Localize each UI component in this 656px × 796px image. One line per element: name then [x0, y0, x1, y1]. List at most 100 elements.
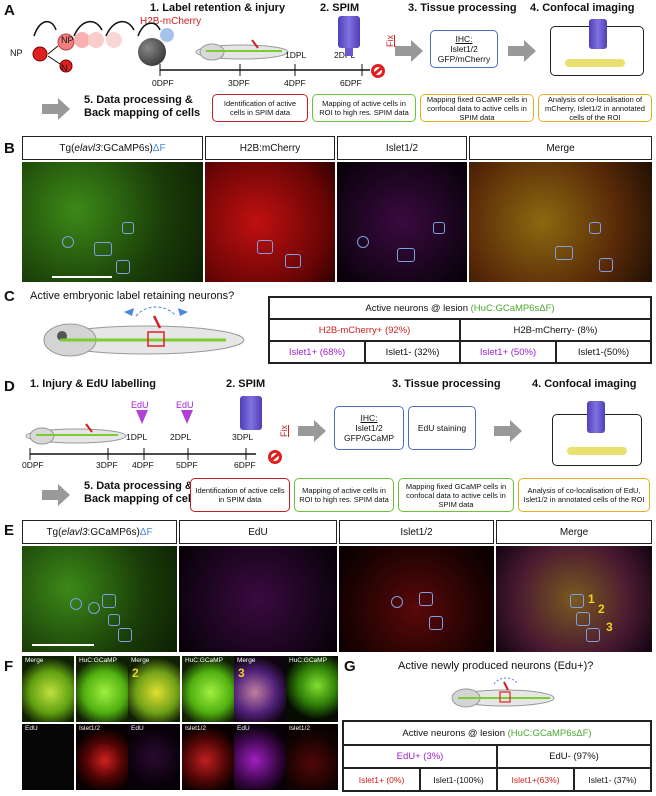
f-gcamp-1: HuC:GCaMP: [76, 656, 128, 722]
e-header-gcamp: Tg(elavl3:GCaMP6s)ΔF: [22, 520, 177, 544]
f-islet-3: Islet1/2: [286, 724, 338, 790]
panel-label-a: A: [4, 2, 15, 19]
a-tick-1dpl: 1DPL: [285, 50, 307, 60]
a-ihc-line-2: GFP/mCherry: [437, 54, 491, 64]
a-tick-6dpf: 6DPF: [340, 78, 362, 88]
c-islet-pos-2: Islet1+ (50%): [460, 341, 556, 363]
d-confocal-objective-icon: [587, 401, 605, 433]
stop-icon: [371, 64, 385, 78]
c-islet-neg-2: Islet1-(50%): [556, 341, 651, 363]
e-image-edu: [179, 546, 337, 652]
a-step5-line-2: Back mapping of cells: [84, 107, 201, 119]
d-box-2: Mapping of active cells in ROI to high r…: [294, 478, 394, 512]
g-table: Active neurons @ lesion (HuC:GCaMP6sΔF) …: [342, 720, 652, 792]
d-edu-drop-1: [136, 410, 148, 424]
c-title-paren: (HuC:GCaMP6sΔF): [470, 302, 555, 314]
roi-box: [419, 592, 433, 606]
roi-box: [94, 242, 112, 256]
f-label: EdU: [237, 725, 250, 732]
timeline-a: [159, 64, 370, 76]
roi-circle: [70, 598, 82, 610]
h2b-mcherry-label: H2B-mCherry: [140, 16, 202, 27]
a-ihc-line-1: Islet1/2: [450, 44, 478, 54]
n-label: N: [61, 63, 68, 73]
d-larva-icon: [25, 423, 127, 445]
d-tick-3dpl: 3DPL: [232, 432, 254, 442]
b-image-islet: [337, 162, 467, 282]
f-edu-3: EdU: [234, 724, 286, 790]
d-step-1: 1. Injury & EdU labelling: [30, 378, 156, 390]
b-header-h2b: H2B:mCherry: [205, 136, 335, 160]
spim-objective-icon: [338, 16, 360, 48]
roi-box: [586, 628, 600, 642]
d-tick-4dpf: 4DPF: [132, 460, 154, 470]
a-step-2: 2. SPIM: [320, 2, 360, 14]
embryo-icon: [138, 38, 166, 66]
laser-icon: [160, 28, 174, 42]
roi-box: [589, 222, 601, 234]
a-step5-line-1: 5. Data processing &: [84, 94, 193, 106]
g-islet-pos-2: Islet1+(63%): [497, 768, 574, 791]
scale-bar: [32, 644, 94, 646]
f-merge-1: Merge: [22, 656, 74, 722]
larva-icon: [195, 39, 289, 61]
f-gcamp-3: HuC:GCaMP: [286, 656, 338, 722]
d-arrow-step5: [42, 484, 70, 506]
a-tick-2dpl: 2DPL: [334, 50, 355, 60]
g-islet-pos-1: Islet1+ (0%): [343, 768, 420, 791]
c-table: Active neurons @ lesion (HuC:GCaMP6sΔF) …: [268, 296, 652, 364]
roi-box: [108, 614, 120, 626]
e-hdr-df: ΔF: [139, 526, 153, 538]
roi-box: [116, 260, 130, 274]
d-stop-icon: [268, 450, 282, 464]
d-tick-3dpf: 3DPF: [96, 460, 118, 470]
a-arrow-1: [395, 40, 423, 62]
f-label: Islet1/2: [289, 725, 310, 732]
roi-box: [555, 246, 573, 260]
b-image-gcamp: [22, 162, 203, 282]
f-label: EdU: [25, 725, 38, 732]
d-ihc-line-2: GFP/GCaMP: [343, 433, 395, 443]
a-arrow-step5: [42, 98, 70, 120]
d-box-1: Identification of active cells in SPIM d…: [190, 478, 290, 512]
a-fix-label: Fix: [385, 35, 395, 47]
panel-label-f: F: [4, 658, 14, 675]
c-mcherry-pos: H2B-mCherry+ (92%): [269, 319, 460, 341]
a-ihc-box: IHC: Islet1/2 GFP/mCherry: [430, 30, 498, 68]
roi-circle: [391, 596, 403, 608]
roi-box: [122, 222, 134, 234]
d-tick-5dpf: 5DPF: [176, 460, 198, 470]
e-header-islet: Islet1/2: [339, 520, 494, 544]
a-box-3: Mapping fixed GCaMP cells in confocal da…: [420, 94, 534, 122]
f-islet-1: Islet1/2: [76, 724, 128, 790]
f-label: Merge: [25, 657, 44, 664]
g-title-text: Active neurons @ lesion: [402, 727, 505, 739]
d-tick-6dpf: 6DPF: [234, 460, 256, 470]
c-table-title: Active neurons @ lesion (HuC:GCaMP6sΔF): [269, 297, 651, 319]
f-edu-2: EdU: [128, 724, 180, 790]
d-edu-staining-box: EdU staining: [408, 406, 476, 450]
a-confocal-box: [550, 19, 644, 76]
d-ihc-title: IHC:: [360, 413, 378, 423]
b-header-gcamp: Tg(elavl3:GCaMP6s)ΔF: [22, 136, 203, 160]
timeline-d: [29, 448, 256, 460]
np-label-2: NP: [61, 35, 74, 45]
roi-box: [102, 594, 116, 608]
roi-box: [599, 258, 613, 272]
a-box-2: Mapping of active cells in ROI to high r…: [312, 94, 416, 122]
d-step5-line-1: 5. Data processing &: [84, 480, 193, 492]
a-tick-3dpf: 3DPF: [228, 78, 250, 88]
b-header-islet: Islet1/2: [337, 136, 467, 160]
d-fix-label: Fix: [279, 425, 289, 437]
roi-box: [576, 612, 590, 626]
a-step-5: 5. Data processing & Back mapping of cel…: [84, 94, 200, 120]
e-header-merge: Merge: [496, 520, 652, 544]
e-hdr-gcamp: :GCaMP6s): [87, 526, 140, 538]
f-label: Islet1/2: [185, 725, 206, 732]
b-image-merge: [469, 162, 652, 282]
f-label: Islet1/2: [79, 725, 100, 732]
a-step-3: 3. Tissue processing: [408, 2, 517, 14]
roi-box: [397, 248, 415, 262]
f-label: Merge: [131, 657, 150, 664]
